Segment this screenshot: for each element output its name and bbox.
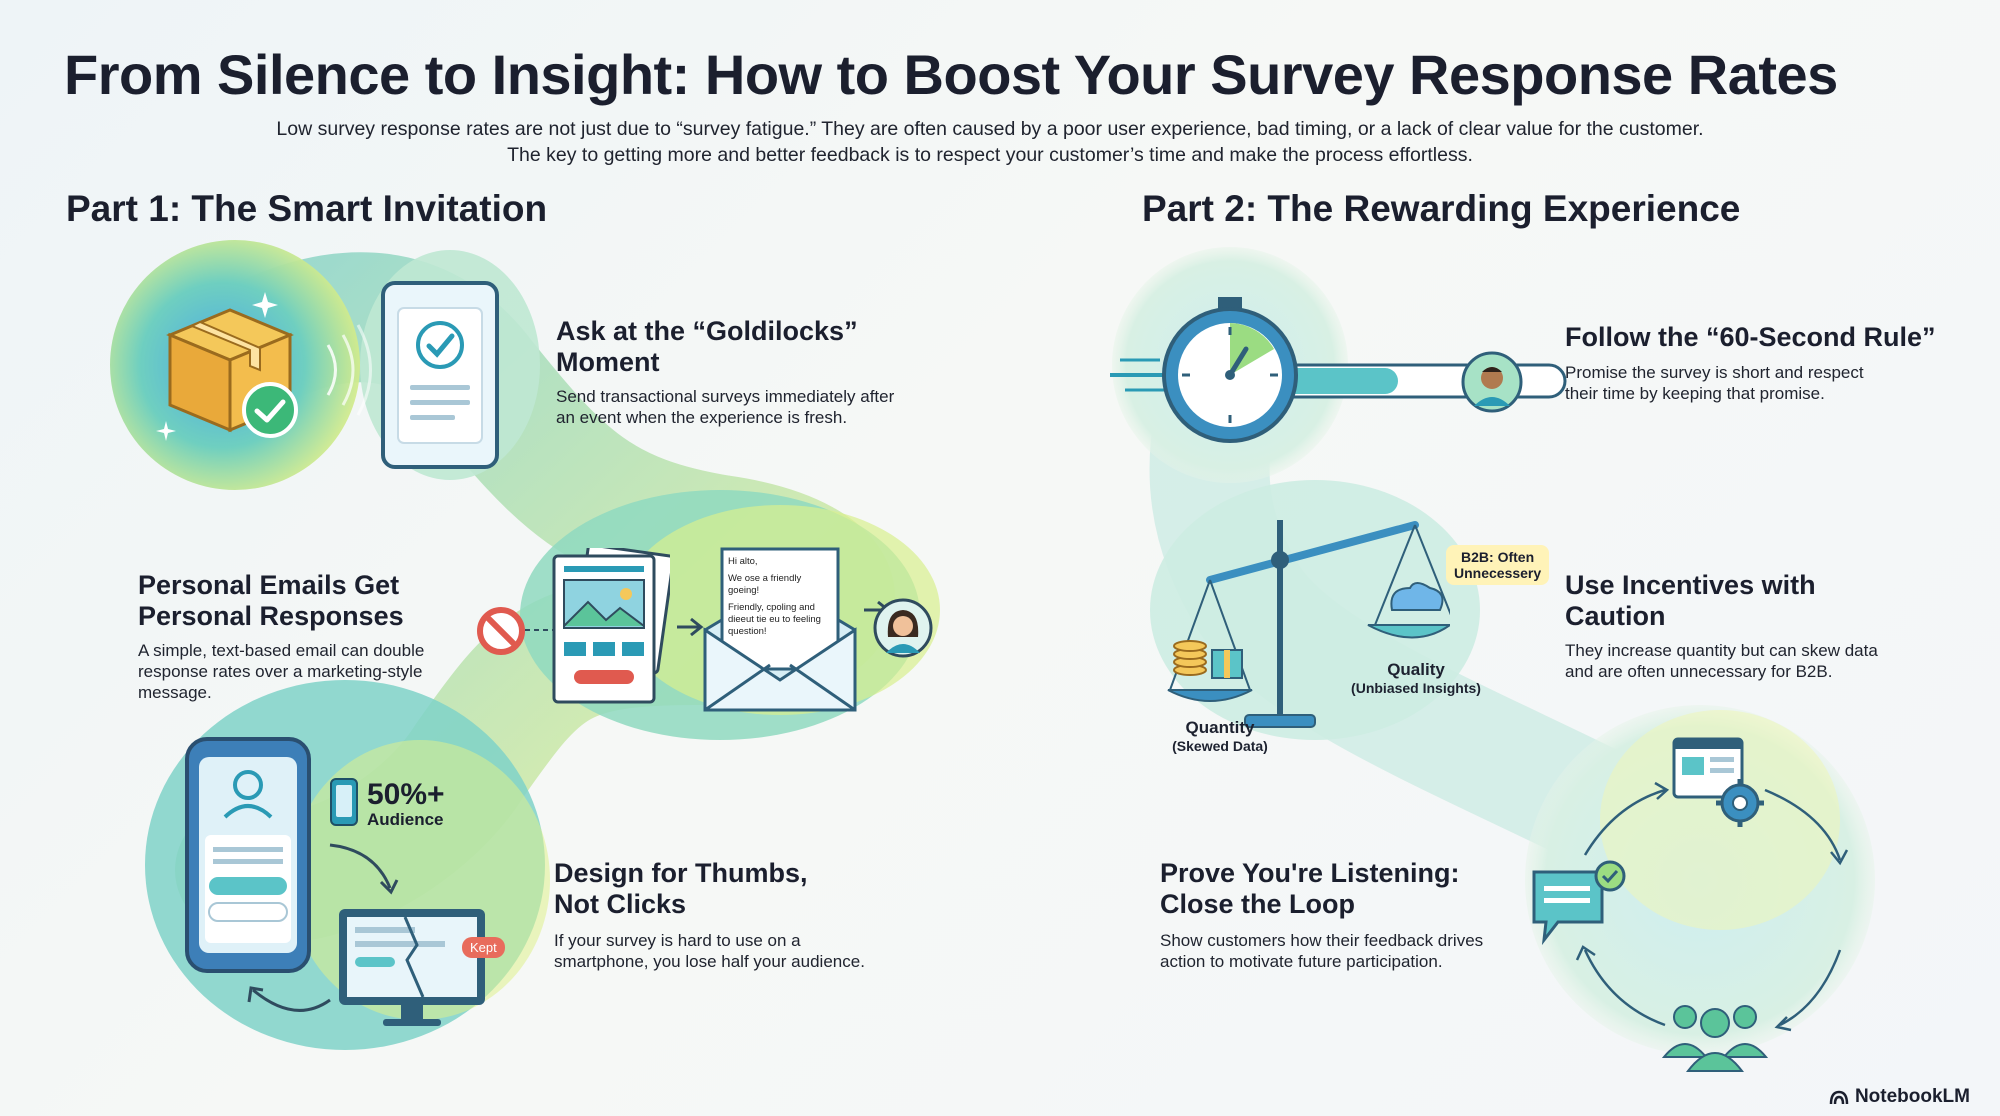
stopwatch-timer-icon [1110, 297, 1567, 443]
section-title-60-second: Follow the “60-Second Rule” [1565, 322, 1936, 352]
balance-scale-icon [1167, 520, 1450, 728]
team-users-icon [1661, 1005, 1769, 1072]
b2b-note-callout: B2B: Often Unnecessery [1446, 545, 1550, 585]
email-line: Friendly, cpoling and [728, 602, 815, 613]
email-line: We ose a friendly [728, 573, 802, 584]
sparkle-icon [156, 421, 176, 441]
feedback-loop-cycle [1575, 781, 1849, 1032]
subtitle-line-2: The key to getting more and better feedb… [507, 144, 1473, 166]
check-circle-icon [242, 382, 298, 438]
section-title-close-loop: Prove You're Listening: Close the Loop [1160, 858, 1460, 919]
quality-sublabel: (Unbiased Insights) [1351, 680, 1481, 696]
quality-label-group: Quality (Unbiased Insights) [1346, 660, 1486, 696]
quality-label: Quality [1387, 660, 1445, 679]
email-body-text: Hi alto, We ose a friendly goeing! Frien… [728, 556, 828, 638]
quantity-label: Quantity [1185, 718, 1255, 737]
sparkle-icon [252, 292, 278, 318]
user-avatar-icon [873, 598, 933, 658]
marketing-email-icon [552, 548, 670, 704]
personal-email-envelope-icon [703, 547, 857, 712]
notebooklm-logo-icon [1829, 1090, 1849, 1105]
footer-brand: NotebookLM [1829, 1086, 1970, 1108]
email-line: Hi alto, [728, 556, 758, 567]
user-avatar-icon [1461, 351, 1523, 413]
section-desc-goldilocks: Send transactional surveys immediately a… [556, 387, 895, 427]
email-line: dieeut tie eu to feeling [728, 614, 821, 625]
quantity-label-group: Quantity (Skewed Data) [1160, 718, 1280, 754]
section-desc-incentives: They increase quantity but can skew data… [1565, 641, 1878, 681]
page-title: From Silence to Insight: How to Boost Yo… [64, 43, 1838, 106]
arrow-right-icon [677, 617, 704, 637]
kept-tag: Kept [462, 937, 505, 958]
signal-waves-icon [326, 324, 372, 416]
email-line: goeing! [728, 585, 760, 596]
quantity-sublabel: (Skewed Data) [1172, 738, 1268, 754]
audience-stat: 50%+ [367, 778, 445, 811]
b2b-note-line: Unnecessery [1454, 565, 1542, 581]
part2-heading: Part 2: The Rewarding Experience [1142, 188, 1741, 229]
chat-check-icon [1532, 860, 1626, 946]
section-desc-close-loop: Show customers how their feedback drives… [1160, 931, 1484, 971]
no-symbol-icon [477, 607, 525, 655]
section-title-design-thumbs: Design for Thumbs, Not Clicks [554, 858, 808, 919]
section-desc-personal-emails: A simple, text-based email can double re… [138, 641, 425, 702]
survey-card-icon [381, 281, 499, 469]
section-title-personal-emails: Personal Emails Get Personal Responses [138, 570, 404, 631]
audience-label: Audience [367, 810, 444, 829]
subtitle-line-1: Low survey response rates are not just d… [276, 118, 1704, 140]
smartphone-icon [185, 737, 311, 973]
section-desc-60-second: Promise the survey is short and respect … [1565, 363, 1864, 403]
part1-heading: Part 1: The Smart Invitation [66, 188, 548, 229]
section-desc-design-thumbs: If your survey is hard to use on a smart… [554, 931, 865, 971]
email-line: question! [728, 626, 767, 637]
footer-brand-text: NotebookLM [1854, 1086, 1970, 1107]
page-subtitle: Low survey response rates are not just d… [240, 116, 1740, 168]
curved-arrow-icon [247, 986, 331, 1012]
small-phone-icon [330, 778, 358, 826]
dashed-arrow [525, 629, 555, 631]
section-title-goldilocks: Ask at the “Goldilocks” Moment [556, 316, 858, 377]
section-title-incentives: Use Incentives with Caution [1565, 570, 1816, 631]
curved-arrow-icon [329, 843, 399, 895]
settings-window-icon [1672, 737, 1764, 827]
desktop-monitor-icon [339, 909, 485, 1026]
b2b-note-line: B2B: Often [1461, 549, 1535, 565]
